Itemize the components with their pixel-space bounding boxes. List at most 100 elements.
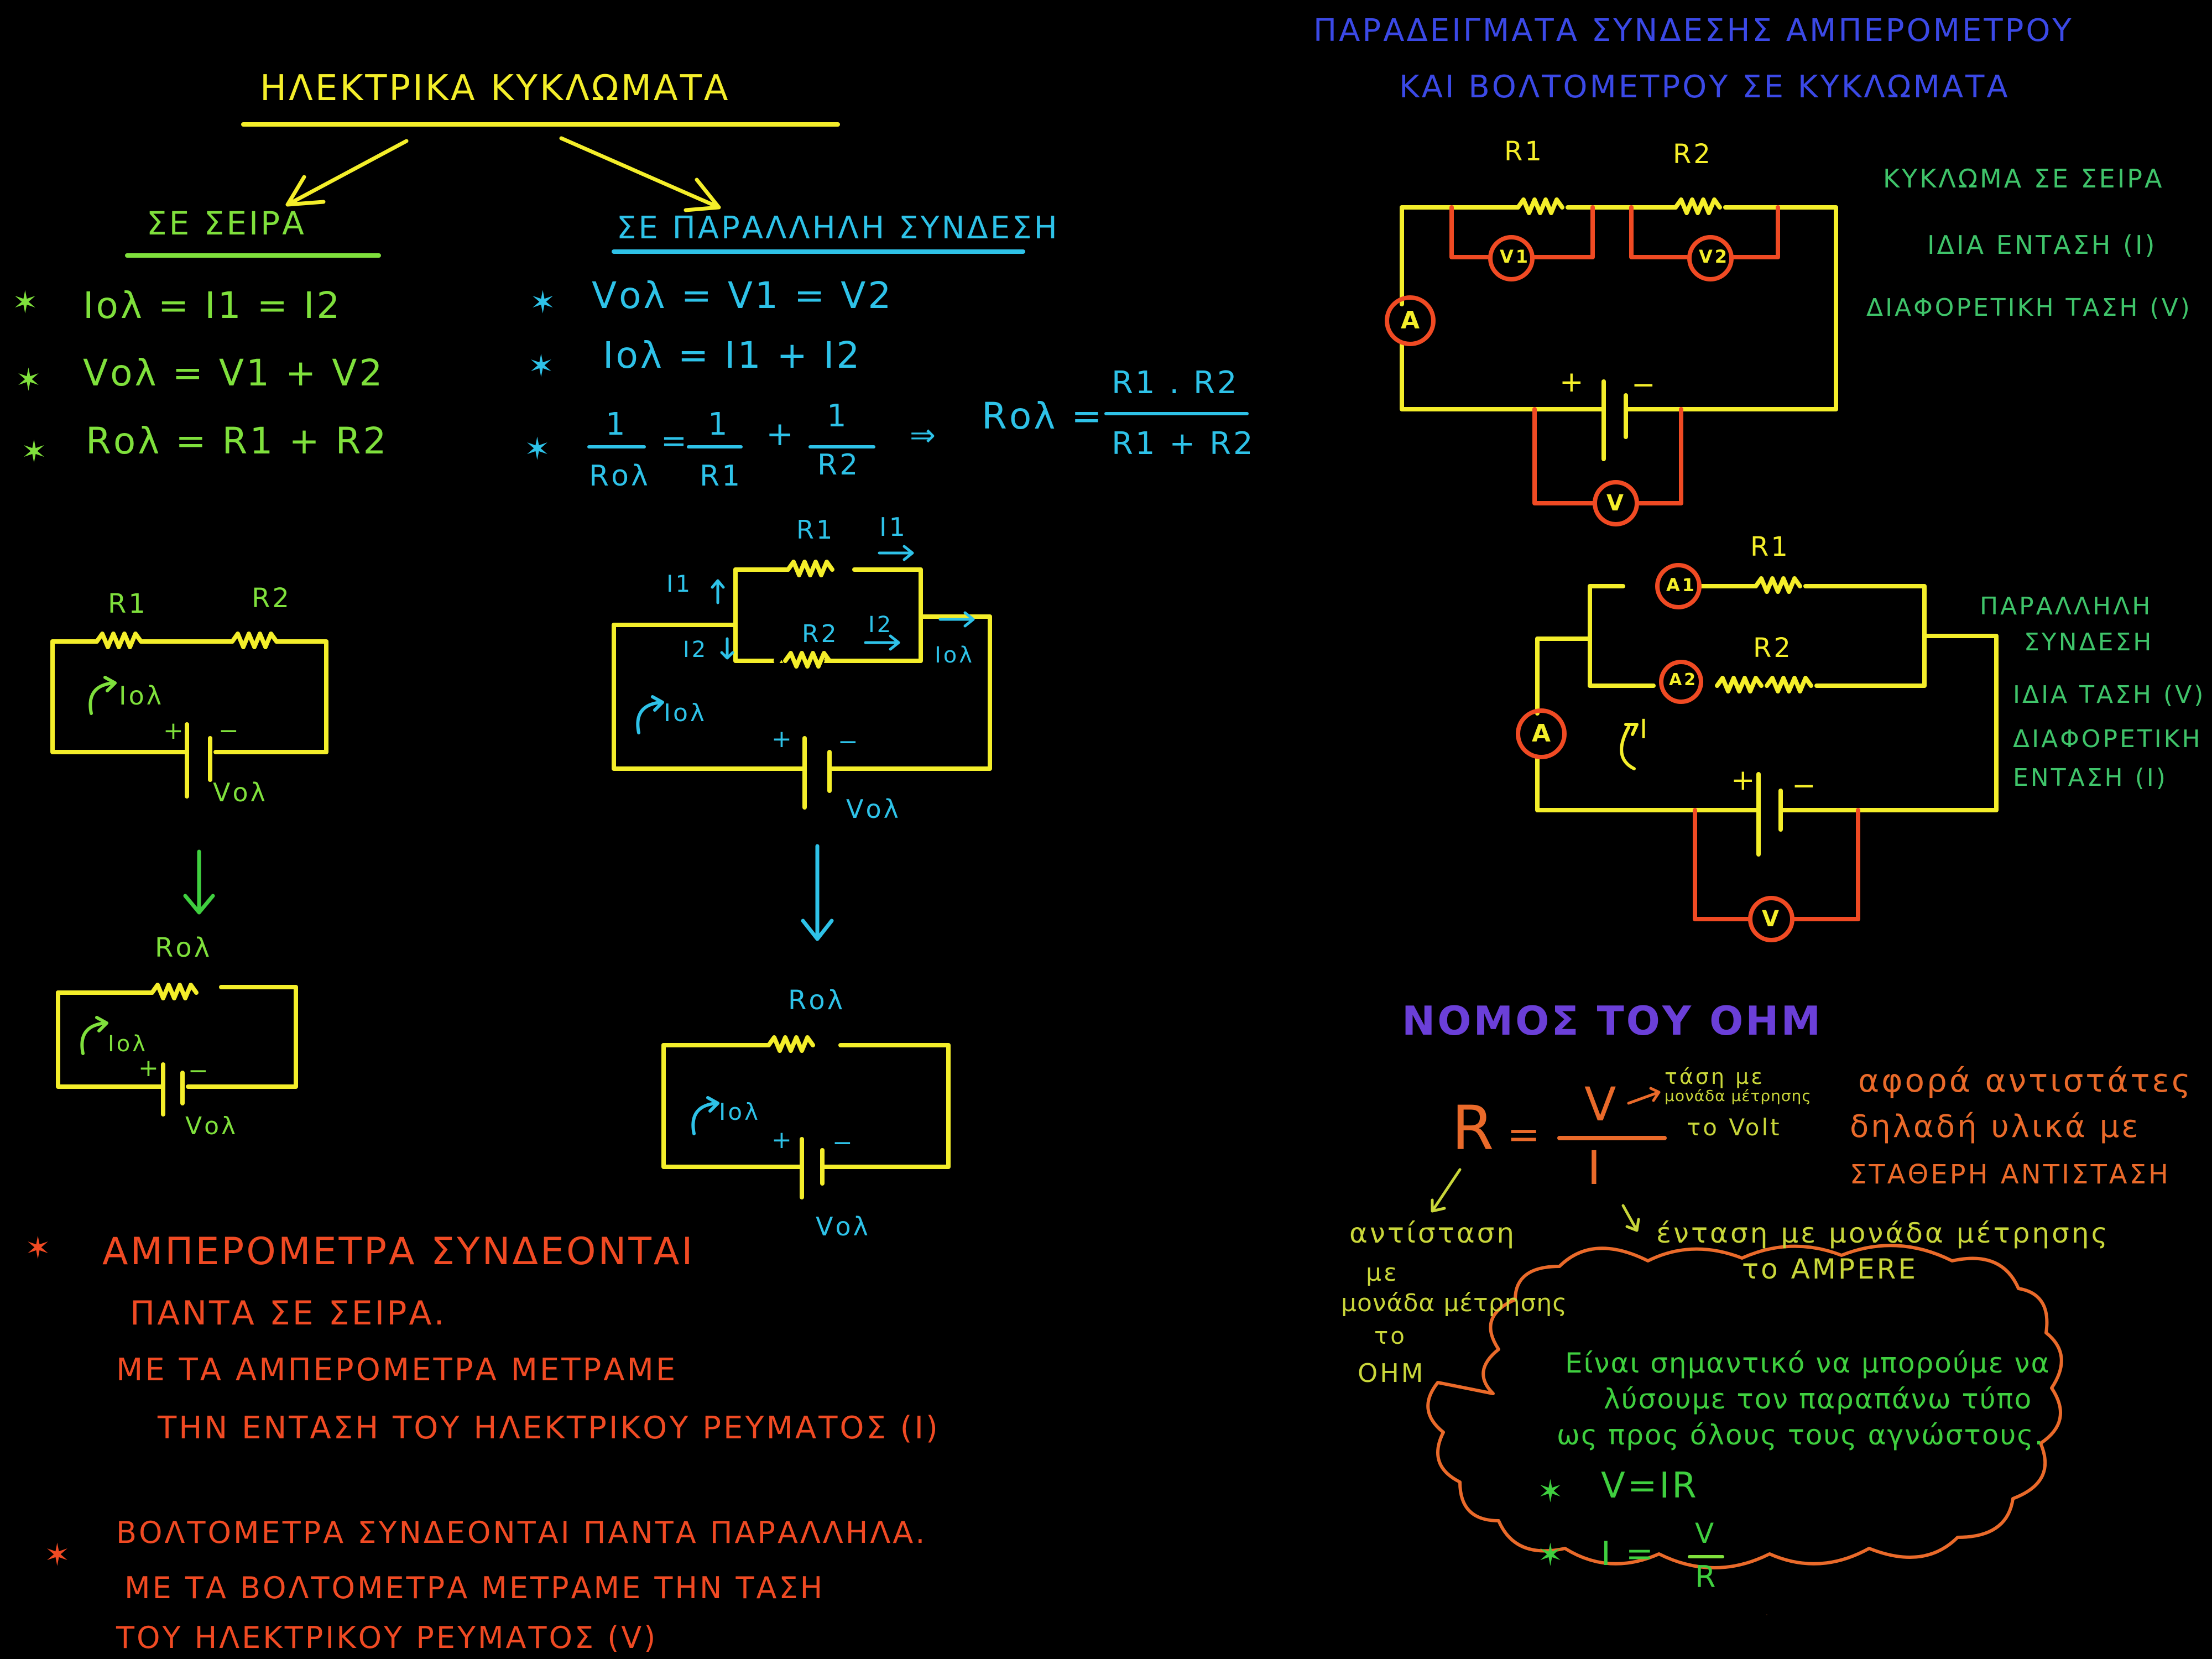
label-minus: − — [838, 728, 860, 756]
examples-title-2: ΚΑΙ ΒΟΛΤΟΜΕΤΡΟΥ ΣΕ ΚΥΚΛΩΜΑΤΑ — [1399, 69, 2010, 105]
ammeter-A-icon: A — [1532, 719, 1553, 748]
ammeter-A1-icon: A1 — [1666, 575, 1697, 596]
bullet-star-icon: ✶ — [1537, 1474, 1563, 1510]
ex-series-note-2: ΙΔΙΑ ΕΝΤΑΣΗ (Ι) — [1927, 230, 2157, 260]
bullet-star-icon: ✶ — [21, 434, 47, 470]
label-Rtot: Rολ — [155, 932, 212, 963]
label-Vtot: Vολ — [846, 794, 901, 824]
parallel-rule-voltage: Vολ = V1 = V2 — [592, 274, 894, 317]
voltmeter-note-2: ΜΕ ΤΑ ΒΟΛΤΟΜΕΤΡΑ ΜΕΤΡΑΜΕ ΤΗΝ ΤΑΣΗ — [124, 1571, 825, 1605]
page-title: ΗΛΕΚΤΡΙΚΑ ΚΥΚΛΩΜΑΤΑ — [260, 68, 731, 109]
example-parallel-circuit — [1535, 576, 1999, 857]
down-arrow-parallel — [801, 844, 834, 941]
label-Vtot: Vολ — [213, 778, 268, 807]
bullet-star-icon: ✶ — [44, 1537, 70, 1573]
formula-t1-den: R1 — [700, 460, 743, 493]
label-I2: Ι2 — [868, 612, 894, 638]
formula-t2-den: R2 — [817, 448, 860, 482]
formula-result-num: R1 . R2 — [1112, 365, 1239, 401]
voltmeter-note-3: ΤΟΥ ΗΛΕΚΤΡΙΚΟΥ ΡΕΥΜΑΤΟΣ (V) — [116, 1620, 658, 1655]
ohm-about-3: ΣΤΑΘΕΡΗ ΑΝΤΙΣΤΑΣΗ — [1850, 1159, 2171, 1190]
label-R2: R2 — [802, 620, 839, 648]
cloud-line-3: ως προς όλους τους αγνώστους. — [1557, 1419, 2044, 1451]
cloud-formula-2-den: R — [1695, 1559, 1718, 1594]
ohm-v-note-3: το Volt — [1687, 1114, 1782, 1141]
label-Itot: Ιολ — [108, 1031, 148, 1057]
ammeter-A2-icon: A2 — [1669, 670, 1698, 690]
bullet-star-icon: ✶ — [524, 431, 550, 467]
parallel-heading: ΣΕ ΠΑΡΑΛΛΗΛΗ ΣΥΝΔΕΣΗ — [617, 210, 1060, 246]
label-I2: Ι2 — [683, 637, 708, 662]
ohm-v-note-1: τάση με — [1665, 1065, 1765, 1089]
bullet-star-icon: ✶ — [15, 362, 41, 398]
ohm-i-note-1: ένταση με μονάδα μέτρησης — [1656, 1217, 2110, 1249]
arrow-to-parallel — [559, 136, 721, 212]
bullet-star-icon: ✶ — [12, 285, 38, 321]
cloud-formula-2: Ι = — [1601, 1535, 1656, 1573]
label-Vtot: Vολ — [816, 1212, 870, 1241]
label-R2: R2 — [252, 583, 291, 614]
series-circuit — [50, 632, 328, 799]
ex2-label-R1: R1 — [1750, 531, 1790, 562]
series-equivalent-circuit — [56, 983, 298, 1117]
ohm-eq: = — [1507, 1111, 1543, 1157]
ex-minus: − — [1631, 368, 1658, 401]
ex-par-note-5: ΕΝΤΑΣΗ (Ι) — [2013, 764, 2168, 792]
parallel-rule-current: Ιολ = Ι1 + Ι2 — [603, 334, 862, 377]
cloud-line-2: λύσουμε τον παραπάνω τύπο — [1604, 1383, 2033, 1415]
ex-plus: + — [1559, 366, 1586, 399]
label-minus: − — [832, 1129, 855, 1157]
ammeter-note-3: ΜΕ ΤΑ ΑΜΠΕΡΟΜΕΤΡΑ ΜΕΤΡΑΜΕ — [116, 1352, 678, 1388]
parallel-circuit — [612, 560, 992, 810]
ohm-r-note-2: με — [1366, 1259, 1399, 1287]
examples-title-1: ΠΑΡΑΔΕΙΓΜΑΤΑ ΣΥΝΔΕΣΗΣ ΑΜΠΕΡΟΜΕΤΡΟΥ — [1313, 13, 2074, 49]
voltmeter-V1-icon: V1 — [1500, 246, 1531, 267]
label-R1: R1 — [108, 588, 148, 619]
bullet-star-icon: ✶ — [528, 348, 554, 384]
note-cloud — [1426, 1244, 2063, 1569]
cloud-line-1: Είναι σημαντικό να μπορούμε να — [1565, 1347, 2051, 1379]
ammeter-A-icon: A — [1401, 306, 1422, 335]
formula-implies: ⇒ — [910, 418, 938, 453]
bullet-star-icon: ✶ — [25, 1230, 51, 1266]
ex2-plus: + — [1731, 764, 1757, 797]
label-Vtot: Vολ — [185, 1112, 238, 1140]
down-arrow-series — [183, 849, 215, 915]
formula-lhs-den: Rολ — [589, 460, 650, 493]
ohm-v-note-2: μονάδα μέτρησης — [1665, 1087, 1812, 1105]
ohm-r-note-5: ΟΗΜ — [1358, 1358, 1426, 1388]
label-Rtot: Rολ — [788, 985, 846, 1016]
ex-series-note-3: ΔΙΑΦΟΡΕΤΙΚΗ ΤΑΣΗ (V) — [1866, 294, 2192, 322]
label-plus: + — [138, 1054, 161, 1082]
ex2-label-R2: R2 — [1753, 633, 1793, 664]
ex-series-note-1: ΚΥΚΛΩΜΑ ΣΕ ΣΕΙΡΑ — [1883, 164, 2164, 194]
ohm-R: R — [1452, 1093, 1496, 1164]
bullet-star-icon: ✶ — [530, 285, 556, 321]
ex-par-note-3: ΙΔΙΑ ΤΑΣΗ (V) — [2013, 681, 2206, 709]
ex2-current: Ι — [1640, 714, 1650, 745]
series-rule-voltage: Vολ = V1 + V2 — [83, 352, 385, 394]
label-Itot: Ιολ — [664, 699, 707, 727]
label-minus: − — [188, 1057, 211, 1085]
ex-label-R2: R2 — [1673, 139, 1713, 170]
ohm-V: V — [1584, 1077, 1619, 1131]
voltmeter-V-icon: V — [1606, 491, 1626, 516]
ohm-title: ΝΟΜΟΣ ΤΟΥ ΟΗΜ — [1402, 998, 1823, 1044]
ohm-i-note-2: το AMPERE — [1742, 1253, 1918, 1285]
arrow-to-series — [285, 139, 409, 207]
formula-result: Rολ = — [982, 395, 1104, 437]
voltmeter-note-1: ΒΟΛΤΟΜΕΤΡΑ ΣΥΝΔΕΟΝΤΑΙ ΠΑΝΤΑ ΠΑΡΑΛΛΗΛΑ. — [116, 1515, 927, 1550]
cloud-formula-1: V=ΙR — [1601, 1465, 1699, 1506]
formula-lhs-num: 1 — [606, 406, 628, 442]
parallel-equivalent-circuit — [661, 1035, 951, 1199]
ohm-r-note-3: μονάδα μέτρησης — [1341, 1289, 1568, 1317]
ohm-r-note-4: το — [1374, 1322, 1407, 1349]
formula-eq: = — [661, 423, 689, 459]
ohm-about-2: δηλαδή υλικά με — [1850, 1109, 2141, 1145]
formula-result-den: R1 + R2 — [1112, 426, 1255, 462]
formula-t1-num: 1 — [708, 406, 730, 442]
series-rule-current: Ιολ = Ι1 = Ι2 — [83, 284, 342, 327]
ohm-I: Ι — [1587, 1141, 1603, 1195]
label-Itot: Ιολ — [719, 1098, 760, 1125]
label-plus: + — [771, 1126, 794, 1154]
